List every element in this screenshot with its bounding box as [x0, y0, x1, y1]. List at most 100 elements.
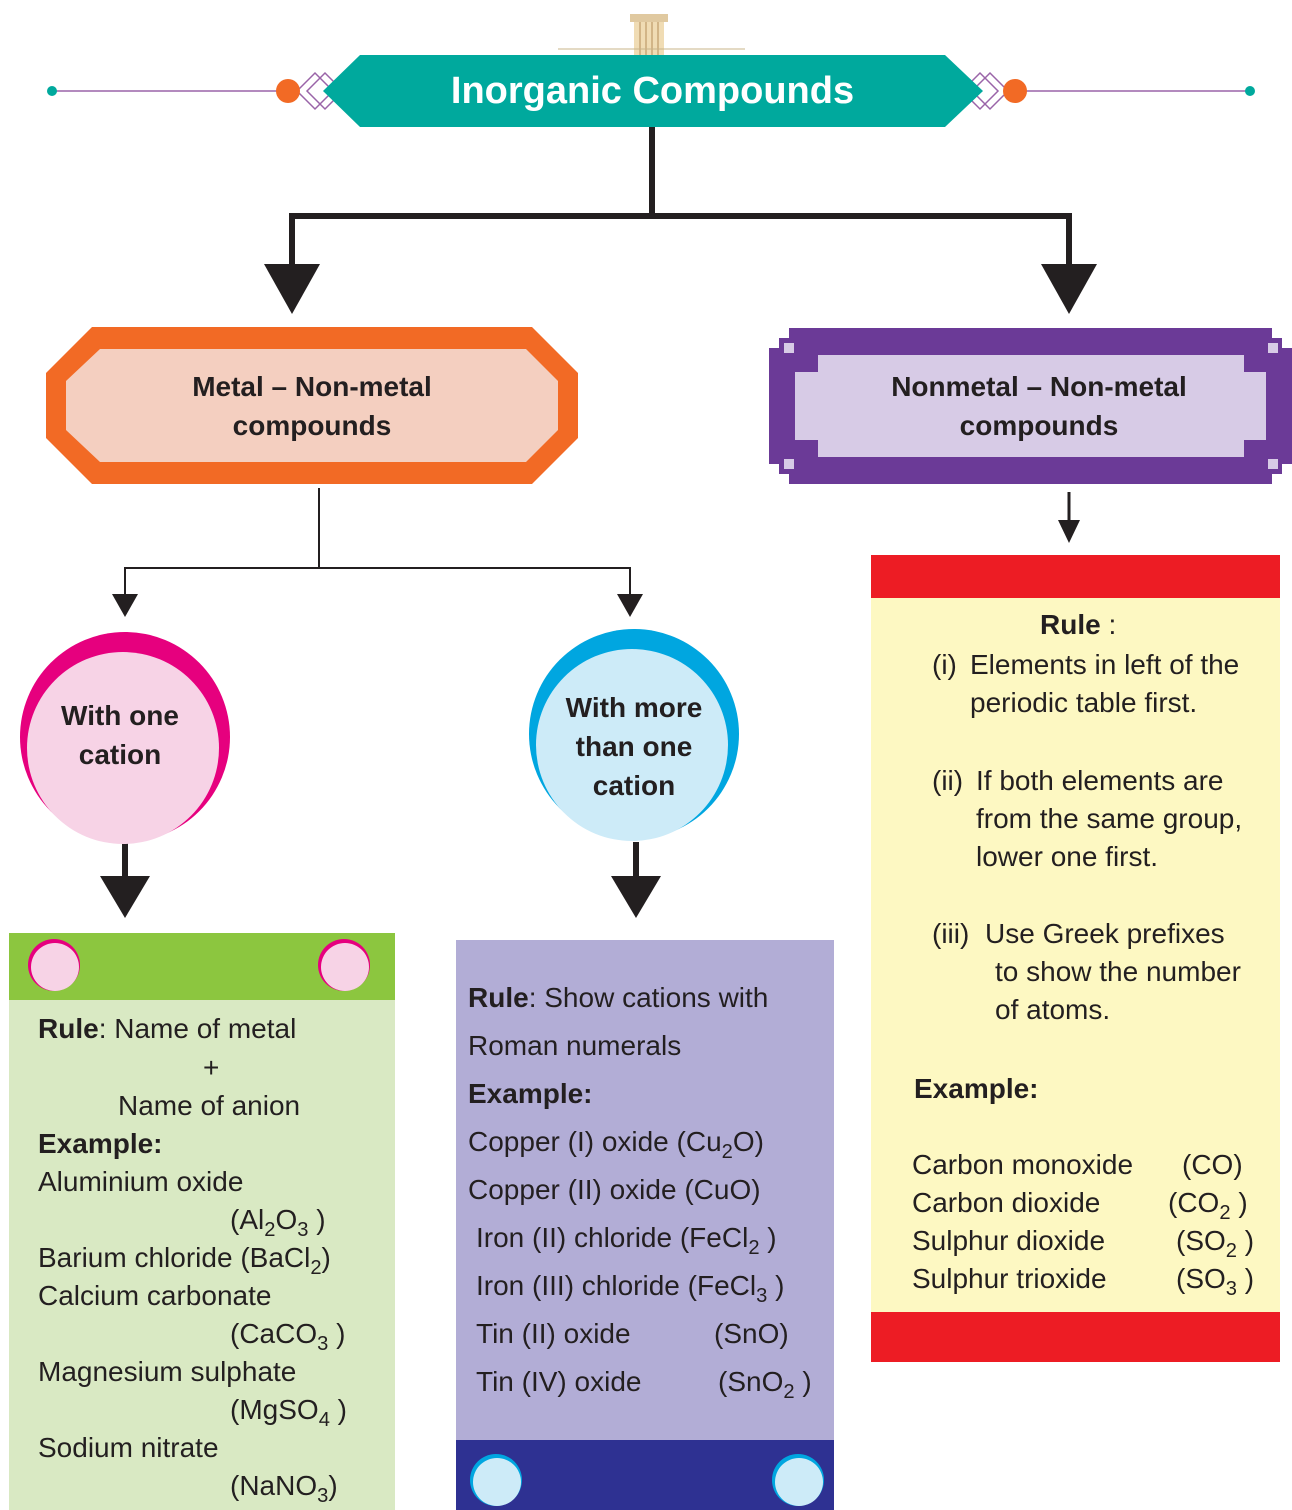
yellow-example-name: Carbon dioxide — [912, 1187, 1101, 1218]
formula-part: (NaNO — [230, 1470, 318, 1501]
yellow-rule-number: (iii) — [932, 918, 970, 949]
formula-part: ) — [759, 1222, 777, 1253]
purple-panel — [456, 940, 834, 1510]
yellow-example-formula: (CO2 ) — [1168, 1184, 1248, 1225]
formula-subscript: 2 — [721, 1141, 733, 1164]
chemical-formula: (SO2 ) — [1176, 1225, 1255, 1261]
chemical-formula: (CO) — [1182, 1149, 1243, 1180]
yellow-example-label: Example: — [914, 1073, 1039, 1104]
purple-example-row: Iron (II) chloride (FeCl2 ) — [476, 1222, 777, 1260]
formula-subscript: 2 — [264, 1219, 276, 1242]
arrow-down-icon — [611, 876, 661, 918]
purple-rule-text2: Roman numerals — [468, 1030, 682, 1061]
title-banner — [323, 55, 983, 127]
purple-rule-text: : Show cations with — [528, 982, 769, 1013]
green-example-name: Barium chloride (BaCl2) — [38, 1242, 331, 1280]
yellow-rule-line: Elements in left of the — [970, 649, 1240, 680]
formula-part: ) — [328, 1318, 346, 1349]
yellow-rule-line: lower one first. — [976, 841, 1159, 872]
formula-subscript: 3 — [317, 1485, 329, 1508]
formula-part: (SnO) — [714, 1318, 789, 1349]
nonmetal-category-label: Nonmetal – Non-metal compounds — [795, 367, 1283, 445]
formula-part: ) — [321, 1242, 331, 1273]
purple-example-name: Tin (IV) oxide — [476, 1366, 642, 1397]
green-example-formula: (Al2O3 ) — [230, 1201, 326, 1240]
formula-subscript: 2 — [748, 1237, 760, 1260]
green-example-name: Magnesium sulphate — [38, 1356, 297, 1387]
formula-part: (MgSO — [230, 1394, 319, 1425]
green-example-label: Example: — [38, 1128, 163, 1159]
yellow-rule-line: Use Greek prefixes — [985, 918, 1225, 949]
purple-example-name: Tin (II) oxide — [476, 1318, 631, 1349]
metal-category-line1: Metal – Non-metal — [192, 371, 432, 402]
green-example-name: Sodium nitrate — [38, 1432, 219, 1463]
formula-part: ) — [1237, 1263, 1255, 1294]
more-cation-line3: cation — [592, 770, 676, 801]
formula-part: O — [275, 1204, 298, 1235]
formula-subscript: 4 — [318, 1409, 330, 1432]
chemical-formula: (Al2O3 ) — [230, 1204, 326, 1240]
formula-subscript: 2 — [310, 1257, 322, 1280]
arrow-down-icon — [112, 594, 138, 617]
formula-part: (CO) — [1182, 1149, 1243, 1180]
formula-subscript: 3 — [1225, 1278, 1237, 1301]
purple-example-formula: (SnO2 ) — [718, 1363, 812, 1402]
green-anion: Name of anion — [118, 1090, 301, 1121]
formula-part: (CO — [1168, 1187, 1220, 1218]
formula-part: (SO — [1176, 1225, 1226, 1256]
purple-example-formula: (SnO) — [714, 1315, 789, 1353]
formula-part: (FeCl — [687, 1270, 757, 1301]
chemical-formula: (CaCO3 ) — [230, 1318, 346, 1354]
yellow-example-name: Carbon monoxide — [912, 1149, 1134, 1180]
green-plus: + — [203, 1052, 220, 1083]
more-cation-circle — [529, 629, 739, 841]
one-cation-line2: cation — [78, 739, 162, 770]
yellow-example-formula: (SO2 ) — [1176, 1222, 1255, 1261]
nonmetal-category-line2: compounds — [959, 410, 1119, 441]
nonmetal-category-line1: Nonmetal – Non-metal — [891, 371, 1187, 402]
arrow-down-icon — [1058, 520, 1080, 543]
formula-subscript: 2 — [1225, 1240, 1237, 1263]
yellow-rule-number: (i) — [932, 649, 957, 680]
more-cation-line2: than one — [575, 731, 693, 762]
chemical-formula: (SO3 ) — [1176, 1263, 1255, 1299]
formula-part: ) — [794, 1366, 812, 1397]
more-cation-line1: With more — [565, 692, 703, 723]
formula-part: ) — [328, 1470, 338, 1501]
formula-subscript: 3 — [756, 1285, 768, 1308]
chemical-formula: (NaNO3) — [230, 1470, 338, 1506]
formula-part: (Al — [230, 1204, 265, 1235]
formula-part: ) — [329, 1394, 348, 1425]
yellow-panel — [871, 555, 1280, 1362]
formula-subscript: 3 — [297, 1219, 309, 1242]
purple-example-label: Example: — [468, 1078, 593, 1109]
chemical-formula: (Cu2O) — [677, 1126, 764, 1162]
formula-part: (CuO) — [684, 1174, 761, 1205]
purple-rule-label: Rule — [468, 982, 529, 1013]
chemical-formula: (BaCl2) — [240, 1242, 331, 1278]
formula-part: (SO — [1176, 1263, 1226, 1294]
arrow-down-icon — [264, 264, 320, 314]
chemical-formula: (SnO2 ) — [718, 1366, 812, 1402]
formula-part: ) — [308, 1204, 326, 1235]
yellow-example-formula: (CO) — [1182, 1146, 1243, 1184]
green-example-name: Calcium carbonate — [38, 1280, 272, 1311]
chemical-formula: (FeCl2 ) — [680, 1222, 777, 1258]
chemical-formula: (CuO) — [684, 1174, 760, 1205]
formula-part: (BaCl — [240, 1242, 311, 1273]
formula-subscript: 2 — [1219, 1202, 1231, 1225]
yellow-example-name: Sulphur trioxide — [912, 1263, 1107, 1294]
chemical-formula: (MgSO4 ) — [230, 1394, 348, 1430]
green-rule: Rule: Name of metal — [38, 1010, 296, 1048]
arrow-down-icon — [617, 594, 643, 617]
purple-example-row: Iron (III) chloride (FeCl3 ) — [476, 1270, 785, 1308]
purple-example-row: Copper (I) oxide (Cu2O) — [468, 1126, 764, 1164]
green-example-formula: (CaCO3 ) — [230, 1315, 346, 1354]
one-cation-line1: With one — [61, 700, 179, 731]
purple-rule: Rule: Show cations with — [468, 979, 768, 1017]
yellow-rule-line: to show the number — [995, 956, 1241, 987]
formula-part: ) — [1230, 1187, 1248, 1218]
diagram-title: Inorganic Compounds — [450, 70, 855, 112]
formula-part: ) — [1237, 1225, 1255, 1256]
